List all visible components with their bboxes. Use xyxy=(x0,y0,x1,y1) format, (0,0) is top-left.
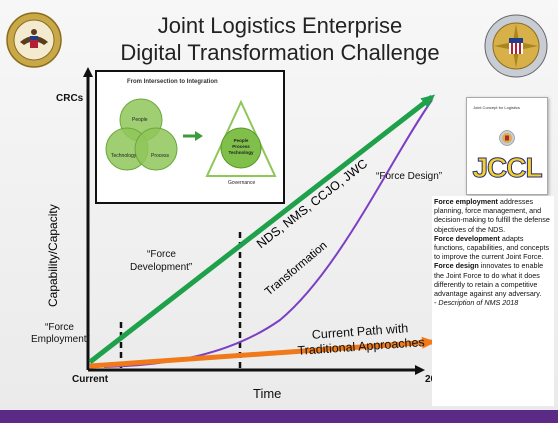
force-development-label-line-2: Development” xyxy=(130,262,193,273)
text-force-design: innovates to enable the Joint Force to d… xyxy=(434,261,544,299)
force-development-label-line-1: “Force xyxy=(147,249,176,260)
force-design-label: “Force Design” xyxy=(376,171,443,182)
merged-label-people: People xyxy=(233,138,249,143)
merged-label-technology: Technology xyxy=(228,150,254,155)
merged-label: People Process Technology xyxy=(225,138,257,156)
definitions-source: - Description of NMS 2018 xyxy=(434,298,552,307)
force-employment-label: “Force Employment” xyxy=(31,322,90,346)
merged-label-process: Process xyxy=(232,144,250,149)
y-top-label: CRCs xyxy=(56,93,84,104)
department-seal-icon xyxy=(6,12,62,68)
definitions-source-text: - Description of NMS 2018 xyxy=(434,298,519,308)
force-development-label: “Force Development” xyxy=(130,248,192,274)
governance-label: Governance xyxy=(228,180,256,186)
venn-process-label: Process xyxy=(151,153,170,159)
y-axis-label: Capability/Capacity xyxy=(46,204,60,307)
definition-force-development: Force development adapts functions, capa… xyxy=(434,234,552,262)
x-axis-label: Time xyxy=(253,386,282,401)
title-line-1: Joint Logistics Enterprise xyxy=(157,13,403,38)
jccl-cover-title: Joint Concept for Logistics xyxy=(473,105,520,110)
joint-chiefs-seal-icon xyxy=(484,14,548,78)
force-employment-label-line-1: “Force xyxy=(45,322,74,333)
term-force-design: Force design xyxy=(434,261,479,271)
title-line-2: Digital Transformation Challenge xyxy=(120,40,440,65)
jccl-document-cover: Joint Concept for Logistics JCCL xyxy=(466,97,548,195)
definition-force-design: Force design innovates to enable the Joi… xyxy=(434,261,552,298)
current-path-line xyxy=(89,336,436,369)
force-employment-label-line-2: Employment” xyxy=(31,334,90,345)
term-force-development: Force development xyxy=(434,233,500,243)
inset-title: From Intersection to Integration xyxy=(127,79,218,85)
definitions-box: Force employment addresses planning, for… xyxy=(432,196,554,406)
green-capability-line xyxy=(88,94,436,364)
venn-technology-label: Technology xyxy=(111,153,137,159)
text-force-employment: addresses planning, force management, an… xyxy=(434,197,550,234)
definition-force-employment: Force employment addresses planning, for… xyxy=(434,197,552,234)
venn-diagram xyxy=(105,98,277,177)
jccl-logo: JCCL xyxy=(472,152,543,184)
venn-people-label: People xyxy=(132,117,148,123)
integration-inset: From Intersection to Integration People … xyxy=(95,70,285,204)
text-force-development: adapts functions, capabilities, and conc… xyxy=(434,233,550,262)
bottom-bar xyxy=(0,410,558,423)
x-start-label: Current xyxy=(72,374,109,385)
jccl-seal-icon xyxy=(499,130,515,146)
term-force-employment: Force employment xyxy=(434,197,498,206)
slide-title: Joint Logistics Enterprise Digital Trans… xyxy=(90,12,470,66)
